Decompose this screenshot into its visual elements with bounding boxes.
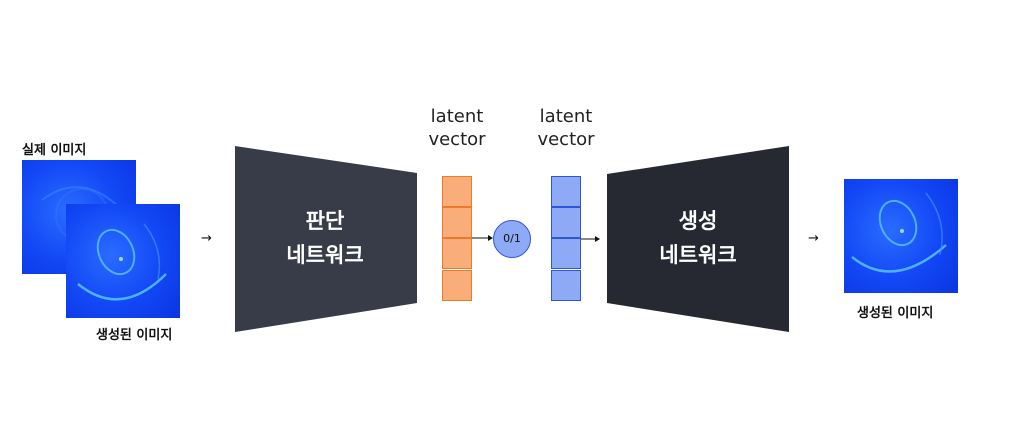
decision-output-circle: 0/1 — [493, 220, 531, 258]
latent-left-cell — [442, 207, 472, 238]
latent-right-line1: latent — [539, 106, 593, 127]
latent-left-line1: latent — [430, 106, 484, 127]
latent-left-cell — [442, 176, 472, 207]
discriminator-label-line1: 판단 — [305, 209, 345, 233]
generated-image-label-left: 생성된 이미지 — [96, 328, 173, 343]
latent-right-cell — [551, 238, 581, 269]
discriminator-label: 판단 네트워크 — [265, 204, 385, 272]
discriminator-network — [235, 146, 417, 332]
latent-left-cell — [442, 270, 472, 301]
arrow-to-generator — [581, 236, 600, 242]
generator-network — [607, 146, 789, 332]
latent-left-line2: vector — [428, 129, 486, 150]
generator-label-line1: 생성 — [678, 209, 718, 233]
latent-vector-label-left: latent vector — [412, 105, 502, 151]
generated-image-label-right: 생성된 이미지 — [857, 306, 934, 321]
arrow-to-decision — [472, 235, 493, 241]
discriminator-label-line2: 네트워크 — [286, 243, 364, 267]
latent-right-cell — [551, 176, 581, 207]
latent-vector-right — [551, 176, 581, 301]
arrow-to-discriminator: → — [201, 231, 212, 246]
latent-right-cell — [551, 270, 581, 301]
latent-right-cell — [551, 207, 581, 238]
generated-image-output — [844, 179, 958, 293]
real-image-label: 실제 이미지 — [22, 143, 87, 158]
generator-label-line2: 네트워크 — [659, 243, 737, 267]
latent-left-cell — [442, 238, 472, 269]
latent-vector-left — [442, 176, 472, 301]
arrow-to-output: → — [808, 231, 819, 246]
generated-image-input — [66, 204, 180, 318]
generator-shape — [607, 146, 789, 332]
discriminator-shape — [235, 146, 417, 332]
latent-vector-label-right: latent vector — [521, 105, 611, 151]
generator-label: 생성 네트워크 — [638, 204, 758, 272]
latent-right-line2: vector — [537, 129, 595, 150]
